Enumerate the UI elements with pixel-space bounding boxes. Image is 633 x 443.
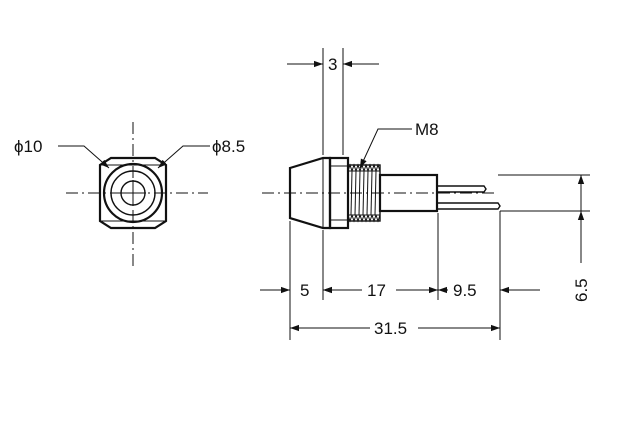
terminal-lower xyxy=(436,202,501,210)
inner-diameter-label: ϕ8.5 xyxy=(212,137,245,156)
thread-crest-line xyxy=(350,170,353,216)
front-view: ϕ10 ϕ8.5 xyxy=(14,122,245,268)
thread-crest-line xyxy=(366,170,369,216)
side-view: M8 3 5 17 9.5 31.5 6.5 xyxy=(260,48,591,340)
bezel-inner-circle xyxy=(110,170,156,216)
thread-crest-line xyxy=(358,170,361,216)
dim-terminal-length: 9.5 xyxy=(453,281,477,300)
dim-nut-thickness: 3 xyxy=(328,55,337,74)
outer-diameter-label: ϕ10 xyxy=(14,137,42,156)
dim-bezel-length: 5 xyxy=(300,281,309,300)
dim-body-length: 17 xyxy=(367,281,386,300)
thread-crest-line xyxy=(370,170,373,216)
thread-tooth-row xyxy=(347,163,381,172)
dim-height: 6.5 xyxy=(572,278,591,302)
leader-outer-diameter xyxy=(58,145,110,169)
terminal-upper xyxy=(436,185,487,193)
thread-crest-line xyxy=(374,170,377,216)
bezel-outer-circle xyxy=(102,162,164,224)
thread-label: M8 xyxy=(415,120,439,139)
leader-thread xyxy=(359,128,412,169)
leader-inner-diameter xyxy=(157,145,210,169)
thread-teeth xyxy=(347,163,381,223)
thread-section xyxy=(347,163,381,223)
thread-crest-line xyxy=(362,170,365,216)
body-profile xyxy=(378,173,439,213)
thread-crest-line xyxy=(354,170,357,216)
dim-total-length: 31.5 xyxy=(374,319,407,338)
thread-tooth-row xyxy=(347,214,381,223)
